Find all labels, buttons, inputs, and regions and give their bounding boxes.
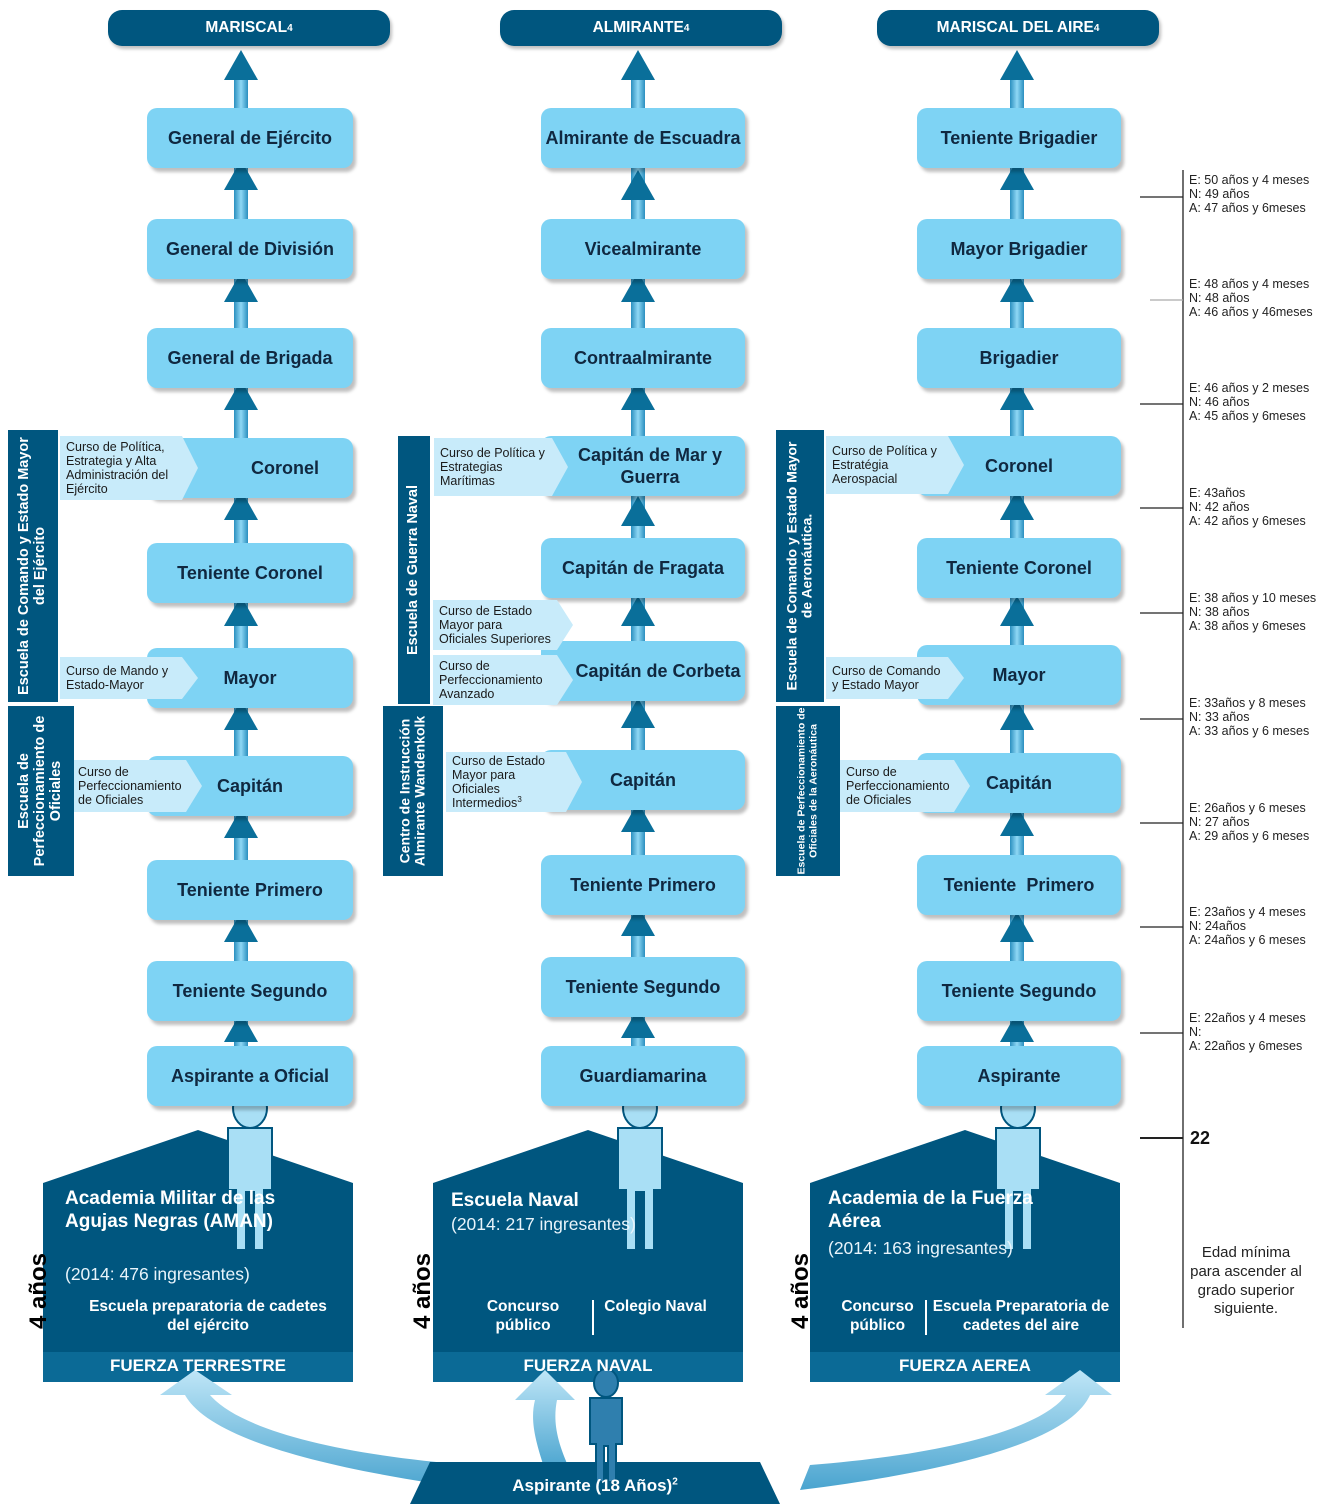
age-min-value: 22 [1190,1128,1211,1148]
arrow-heads [224,50,1034,1042]
navy-rank-almirante-escuadra: Almirante de Escuadra [541,108,745,168]
air-rank-mayor-brigadier: Mayor Brigadier [917,219,1121,279]
age-note: E: 33años y 8 meses N: 33 años A: 33 año… [1189,696,1310,738]
army-academy: Academia Militar de las Agujas Negras (A… [43,1130,353,1382]
navy-course-estado-mayor-superiores: Curso de Estado Mayor para Oficiales Sup… [433,600,573,650]
air-rank-teniente-coronel: Teniente Coronel [917,538,1121,598]
air-academy-footer: FUERZA AEREA [899,1356,1031,1375]
age-caption: Edad mínima para ascender al grado super… [1190,1244,1302,1318]
navy-rank-capitan-mar-guerra: Capitán de Mar y Guerra [541,436,745,496]
air-course-mayor: Curso de Comando y Estado Mayor [826,657,964,699]
army-course-mayor: Curso de Mando y Estado-Mayor [60,657,198,699]
air-rank-brigadier: Brigadier [917,328,1121,388]
navy-school-lower: Centro de Instrucción Almirante Wandenko… [383,706,443,876]
navy-rank-guardiamarina: Guardiamarina [541,1046,745,1106]
navy-school-upper: Escuela de Guerra Naval [398,436,430,704]
army-academy-footer: FUERZA TERRESTRE [110,1356,286,1375]
army-rank-general-ejercito: General de Ejército [147,108,353,168]
army-academy-count: (2014: 476 ingresantes) [65,1264,250,1284]
air-rank-teniente-brigadier: Teniente Brigadier [917,108,1121,168]
navy-rank-capitan-fragata: Capitán de Fragata [541,538,745,598]
navy-rank-capitan-corbeta: Capitán de Corbeta [541,641,745,701]
age-note: E: 43años N: 42 años A: 42 años y 6meses [1189,486,1306,528]
air-course-capitan: Curso de Perfeccionamiento de Oficiales [840,760,970,812]
navy-rank-teniente-segundo: Teniente Segundo [541,957,745,1017]
age-note: E: 22años y 4 meses N: A: 22años y 6mese… [1189,1011,1306,1053]
navy-academy-shape [433,1130,743,1382]
army-school-lower: Escuela de Perfeccionamiento de Oficiale… [8,706,74,876]
air-duration: 4 años [787,1252,814,1329]
navy-rank-teniente-primero: Teniente Primero [541,855,745,915]
army-rank-teniente-coronel: Teniente Coronel [147,543,353,603]
navy-academy-prep-left: Concurso público [486,1298,560,1334]
navy-academy-name: Escuela Naval [451,1190,579,1211]
navy-academy-footer: FUERZA NAVAL [523,1356,653,1375]
army-rank-teniente-segundo: Teniente Segundo [147,961,353,1021]
army-academy-name: Academia Militar de las Agujas Negras (A… [65,1188,276,1232]
army-rank-teniente-primero: Teniente Primero [147,860,353,920]
navy-rank-contraalmirante: Contraalmirante [541,328,745,388]
army-duration: 4 años [25,1252,52,1329]
air-school-lower: Escuela de Perfeccionamiento de Oficiale… [776,706,840,876]
navy-course-mar-guerra: Curso de Política y Estrategias Marítima… [434,438,568,496]
air-course-coronel: Curso de Política y Estratégia Aerospaci… [826,436,964,494]
navy-academy-count: (2014: 217 ingresantes) [451,1214,636,1234]
air-academy-shape [810,1130,1120,1382]
aspirant-curved-arrows [160,1370,1112,1490]
air-academy-name: Academia de la Fuerza Aérea [828,1188,1033,1232]
age-note: E: 50 años y 4 meses N: 49 años A: 47 añ… [1189,173,1310,215]
person-figures [227,1087,1041,1251]
age-note: E: 26años y 6 meses N: 27 años A: 29 año… [1189,801,1310,843]
air-rank-teniente-segundo: Teniente Segundo [917,961,1121,1021]
army-rank-general-brigada: General de Brigada [147,328,353,388]
army-course-coronel: Curso de Política, Estrategia y Alta Adm… [60,436,198,500]
age-note: E: 46 años y 2 meses N: 46 años A: 45 añ… [1189,381,1310,423]
air-rank-teniente-primero: Teniente Primero [917,855,1121,915]
army-academy-shape [43,1130,353,1382]
air-academy-prep-left: Concurso público [841,1298,914,1334]
aspirant-label: Aspirante (18 Años)2 [512,1476,678,1495]
air-academy-prep-right: Escuela Preparatoria de cadetes del aire [932,1298,1110,1334]
age-note: E: 23años y 4 meses N: 24años A: 24años … [1189,905,1306,947]
air-academy-count: (2014: 163 ingresantes) [828,1238,1013,1258]
navy-course-perfeccionamiento-avanzado: Curso de Perfeccionamiento Avanzado [433,655,573,705]
navy-academy: Escuela Naval (2014: 217 ingresantes) Co… [433,1130,743,1382]
army-rank-general-division: General de División [147,219,353,279]
age-note: E: 38 años y 10 meses N: 38 años A: 38 a… [1189,591,1317,633]
navy-duration: 4 años [409,1252,436,1329]
navy-rank-vicealmirante: Vicealmirante [541,219,745,279]
air-rank-aspirante: Aspirante [917,1046,1121,1106]
navy-academy-prep-right: Colegio Naval [604,1298,707,1315]
air-academy: Academia de la Fuerza Aérea (2014: 163 i… [810,1130,1120,1382]
army-course-capitan: Curso de Perfeccionamiento de Oficiales [72,760,202,812]
age-note: E: 48 años y 4 meses N: 48 años A: 46 añ… [1189,277,1313,319]
army-school-upper: Escuela de Comando y Estado Mayor del Ej… [8,430,58,702]
navy-course-estado-mayor-intermedios: Curso de Estado Mayor para Oficiales Int… [446,752,582,812]
army-academy-prep: Escuela preparatoria de cadetes del ejér… [89,1298,327,1334]
aspirant-figure [589,1368,623,1483]
army-rank-aspirante-oficial: Aspirante a Oficial [147,1046,353,1106]
air-school-upper: Escuela de Comando y Estado Mayor de Aer… [776,430,824,702]
age-scale [1140,170,1184,1328]
